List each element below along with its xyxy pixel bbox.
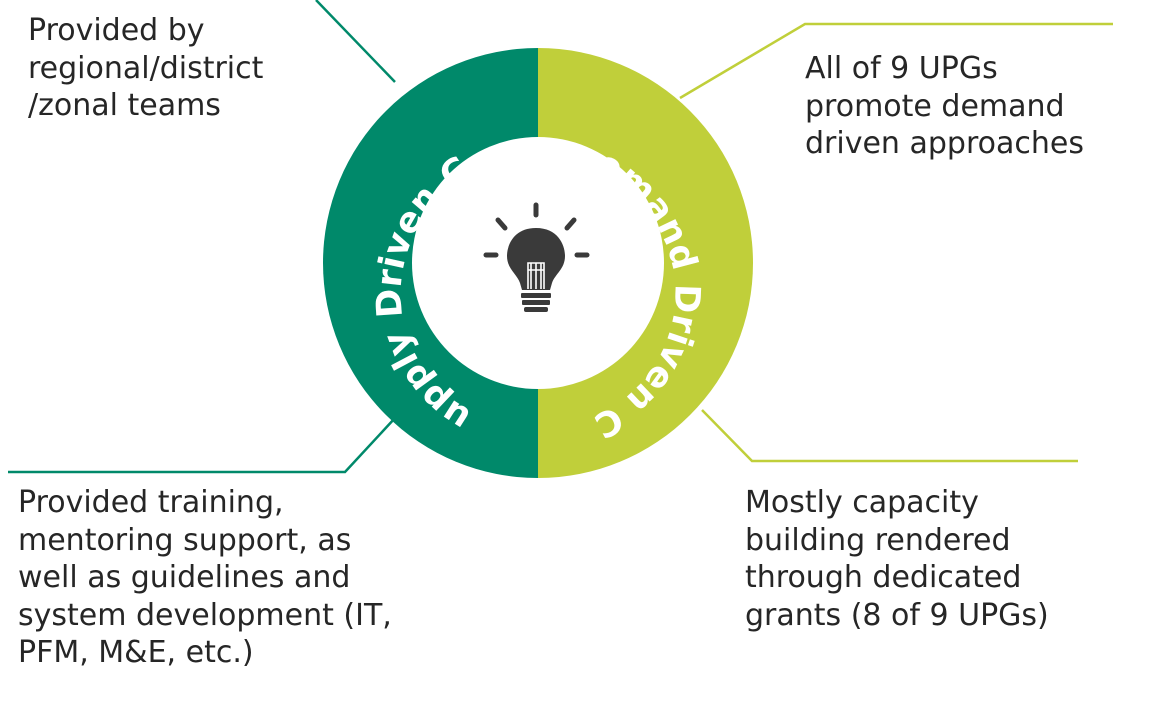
callout-top-left: Provided by regional/district /zonal tea… xyxy=(28,12,348,125)
callout-top-right: All of 9 UPGs promote demand driven appr… xyxy=(805,50,1165,163)
callout-bottom-right: Mostly capacity building rendered throug… xyxy=(745,484,1145,634)
callout-line: Provided by xyxy=(28,13,205,48)
callout-line: driven approaches xyxy=(805,126,1084,161)
callout-line: PFM, M&E, etc.) xyxy=(18,635,254,670)
connector-bottom-left xyxy=(8,417,396,474)
callout-line: Mostly capacity xyxy=(745,485,979,520)
connector-top-left xyxy=(315,0,396,83)
callout-line: well as guidelines and xyxy=(18,560,351,595)
callout-line: grants (8 of 9 UPGs) xyxy=(745,597,1049,633)
callout-line: regional/district xyxy=(28,50,264,86)
connector-top-right xyxy=(679,22,1113,100)
callout-bottom-left: Provided training, mentoring support, as… xyxy=(18,484,478,672)
callout-line: /zonal teams xyxy=(28,88,221,123)
callout-line: Provided training, xyxy=(18,485,284,520)
connector-bottom-right xyxy=(701,409,1078,463)
lightbulb-icon xyxy=(483,202,590,312)
callout-line: building rendered xyxy=(745,522,1011,558)
callout-line: mentoring support, as xyxy=(18,522,352,558)
callout-line: through dedicated xyxy=(745,560,1022,595)
callout-line: system development (IT, xyxy=(18,597,392,633)
callout-line: All of 9 UPGs xyxy=(805,51,998,86)
callout-line: promote demand xyxy=(805,88,1065,124)
